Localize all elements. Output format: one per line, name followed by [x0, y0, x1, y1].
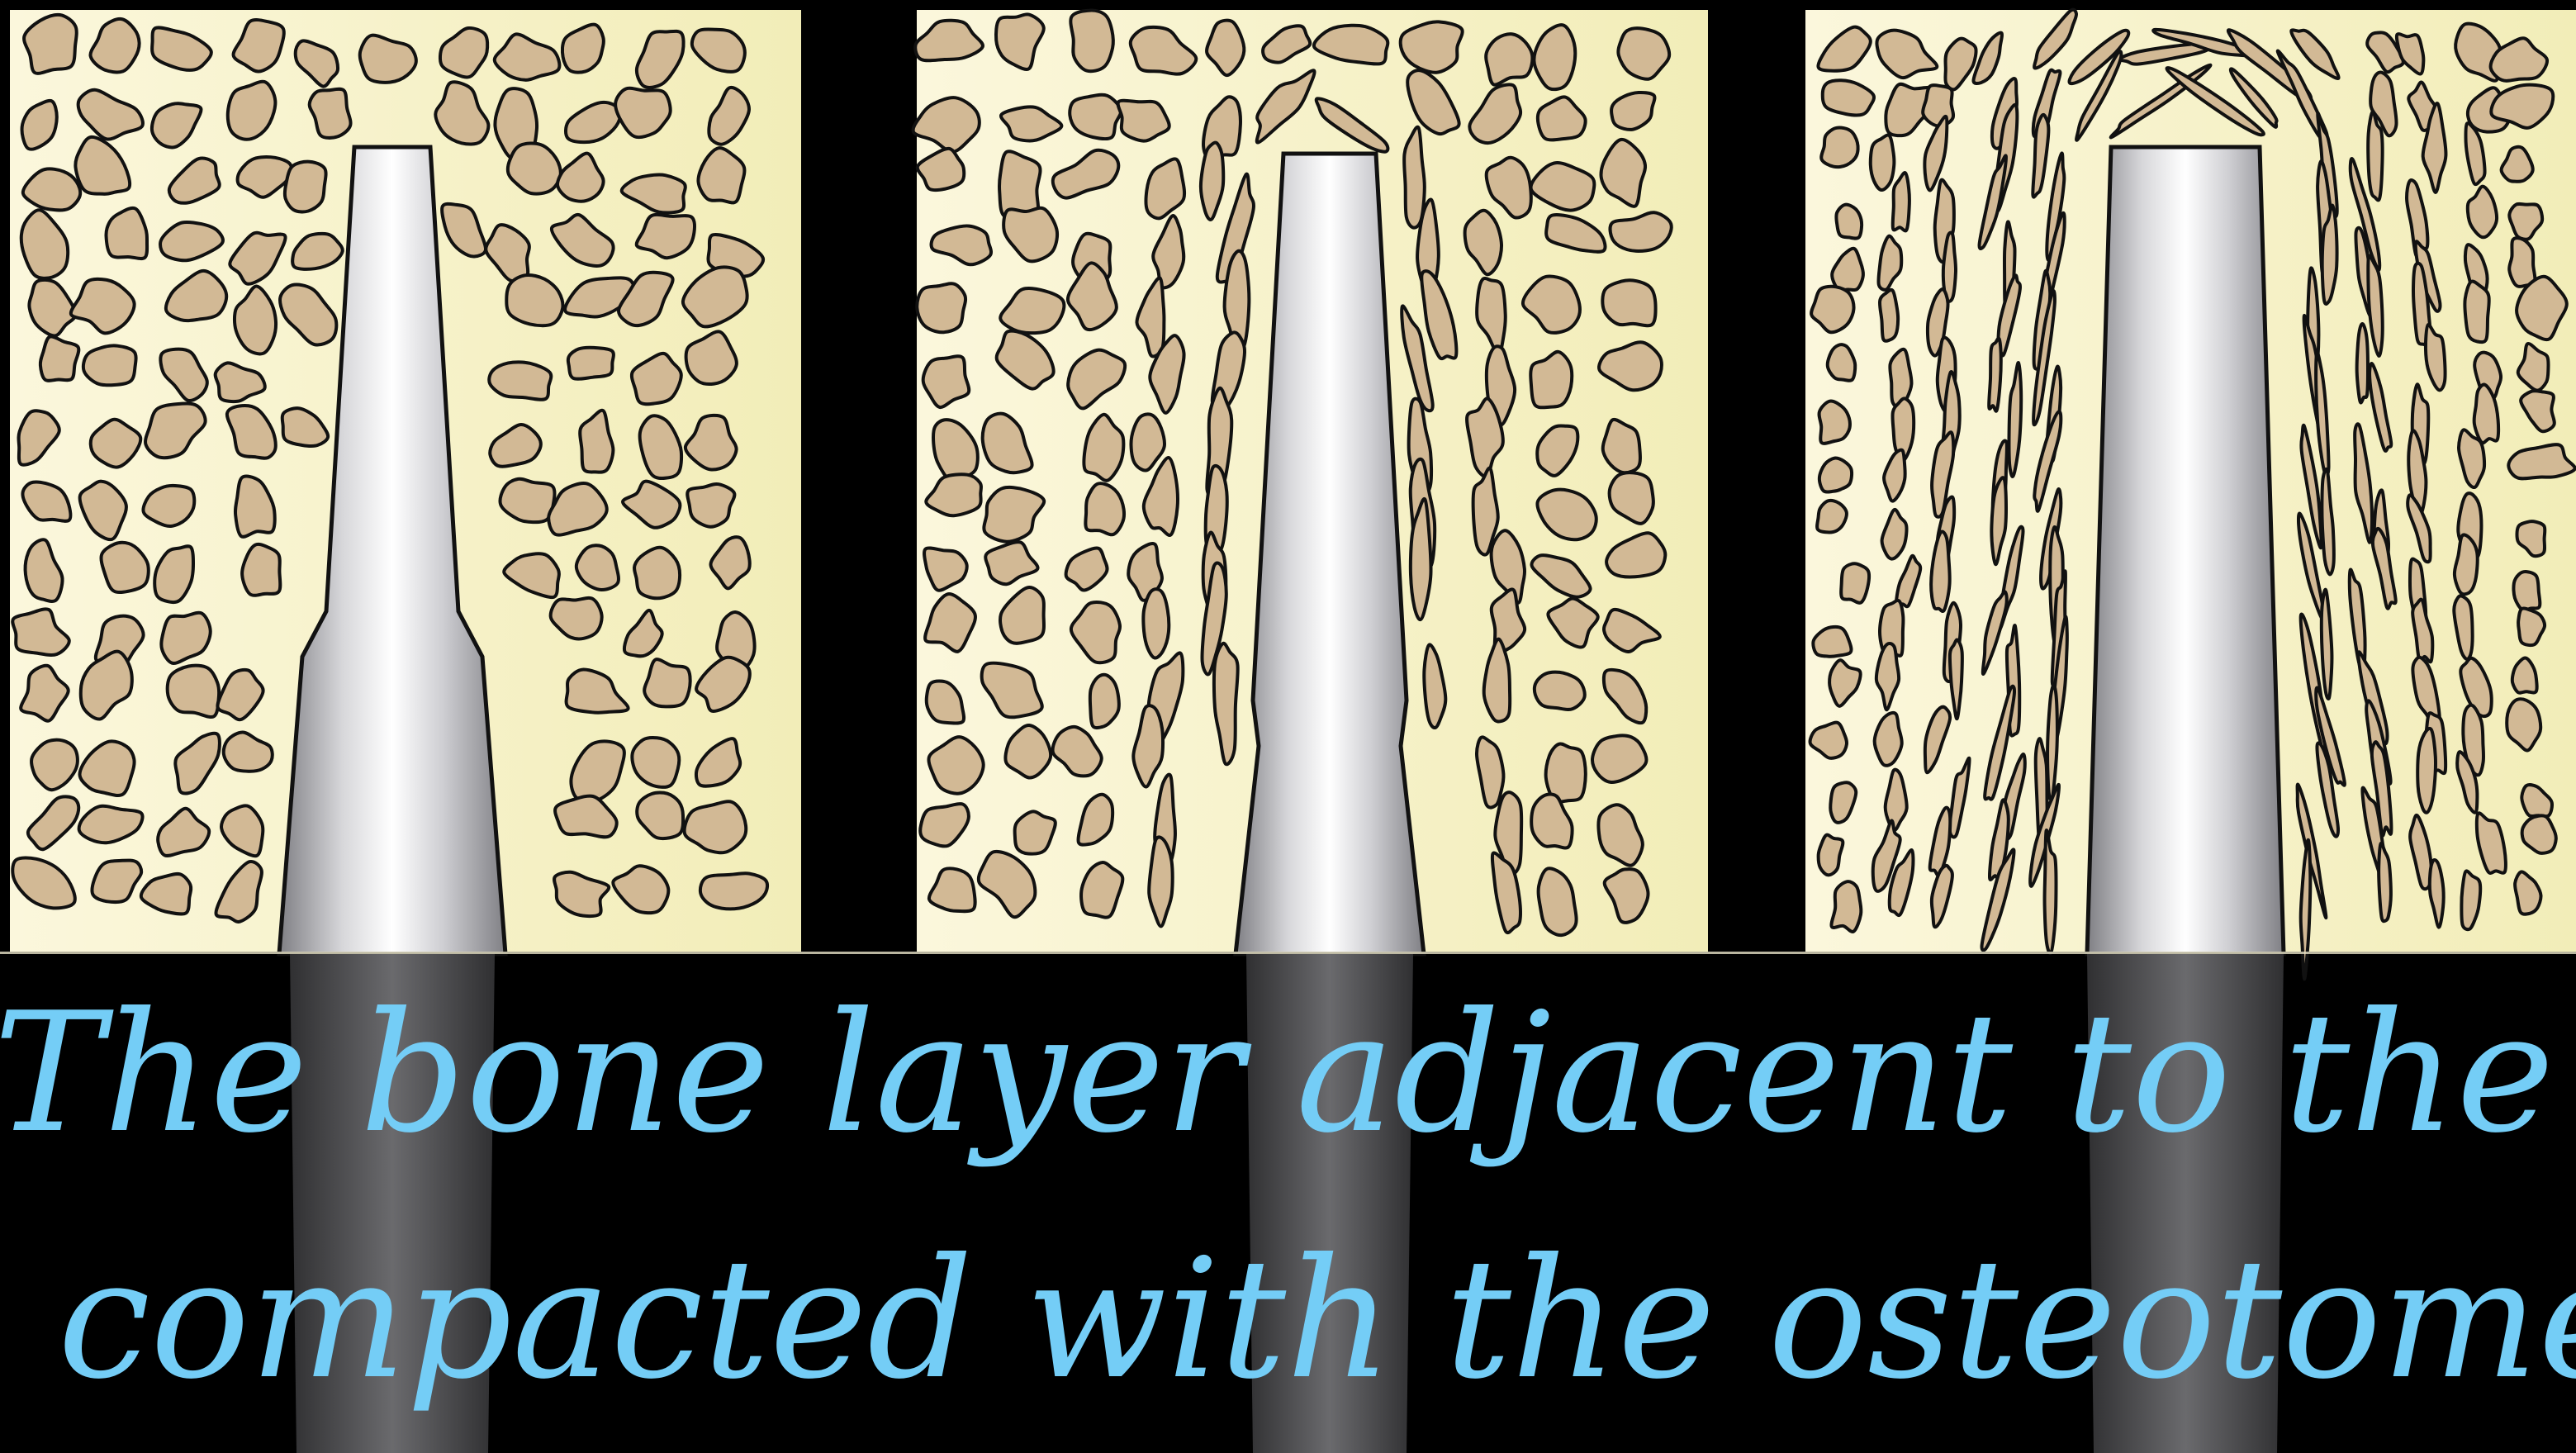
trabecula	[1070, 11, 1113, 72]
trabecula	[1923, 85, 1953, 126]
panel-stage-2	[913, 10, 1708, 1453]
trabecula	[2513, 572, 2540, 610]
trabecula	[687, 484, 734, 527]
trabecula	[2509, 238, 2535, 287]
trabecula	[1841, 563, 1869, 603]
trabecula	[2417, 729, 2436, 813]
trabecula	[168, 666, 220, 717]
osteotome-shaft	[290, 954, 495, 1453]
trabecula	[1821, 128, 1857, 168]
panel-stage-3	[1805, 10, 2576, 1453]
trabecula	[40, 336, 78, 381]
trabecula	[83, 345, 136, 385]
trabecula	[1819, 458, 1852, 491]
trabecula	[2465, 282, 2488, 343]
trabecula	[1880, 290, 1898, 341]
trabecula	[1836, 205, 1862, 239]
osteotome-instrument	[2087, 147, 2284, 954]
osteotome-shaft	[2087, 954, 2284, 1453]
trabecula	[1070, 95, 1121, 139]
trabecula	[644, 659, 690, 706]
panel-base-line	[0, 952, 2576, 954]
trabecula	[489, 362, 551, 399]
trabecula	[999, 151, 1041, 217]
trabecula	[1486, 34, 1532, 85]
trabecula	[1871, 135, 1895, 190]
trabecula	[242, 544, 280, 596]
trabecula	[1404, 127, 1425, 228]
trabecula	[917, 283, 965, 332]
trabecula	[1828, 344, 1856, 381]
osteotome-shaft	[1246, 954, 1413, 1453]
trabecula	[568, 348, 614, 379]
trabecula	[1817, 501, 1847, 533]
panel-stage-1	[10, 10, 801, 1453]
trabecula	[285, 162, 326, 212]
trabecula	[2357, 324, 2368, 402]
trabecula	[2047, 686, 2057, 800]
trabecula	[1535, 672, 1585, 710]
trabecula	[1989, 338, 2001, 411]
trabecula	[1602, 280, 1655, 325]
trabecula	[634, 548, 680, 599]
trabecula	[1831, 881, 1861, 932]
trabecula	[1143, 589, 1169, 658]
